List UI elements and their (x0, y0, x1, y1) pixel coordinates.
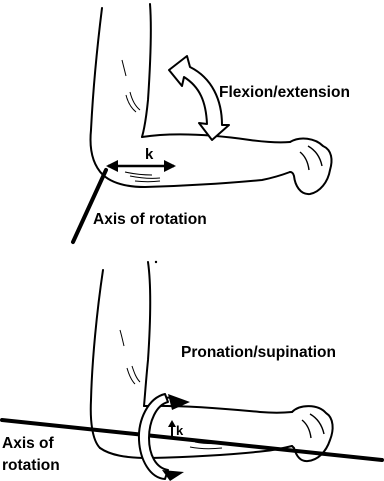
axis-of-rotation-label-top: Axis of rotation (93, 211, 207, 228)
axis-of-rotation-label-bottom-line1: Axis of (2, 435, 55, 452)
upper-arm-shading-bottom (120, 330, 140, 384)
pronation-motion-label: Pronation/supination (181, 344, 336, 361)
forearm-shading (125, 172, 160, 182)
upper-arm-outline (91, 4, 151, 175)
flexion-motion-label: Flexion/extension (219, 84, 350, 101)
k-distance-label-top: k (145, 146, 154, 163)
flexion-panel: Flexion/extension k Axis of rotation (73, 4, 350, 242)
axis-of-rotation-label-bottom-line2: rotation (2, 457, 60, 474)
upper-arm-shading (122, 60, 140, 112)
k-arrowhead-right (164, 160, 176, 172)
forearm-outline (103, 134, 290, 187)
fist-outline (290, 139, 332, 195)
axis-of-rotation-line-top (73, 170, 106, 242)
pronation-panel: k Pronation/supination Axis of rotation (2, 262, 382, 481)
scan-speck (155, 261, 157, 263)
fist-knuckle-lines-bottom (302, 414, 324, 438)
axis-of-rotation-line-bottom (2, 420, 382, 460)
rotation-arrowhead-top (168, 394, 190, 410)
k-distance-label-bottom: k (176, 423, 184, 438)
fist-knuckle-lines (300, 146, 322, 170)
k-small-arrowhead (168, 420, 176, 427)
